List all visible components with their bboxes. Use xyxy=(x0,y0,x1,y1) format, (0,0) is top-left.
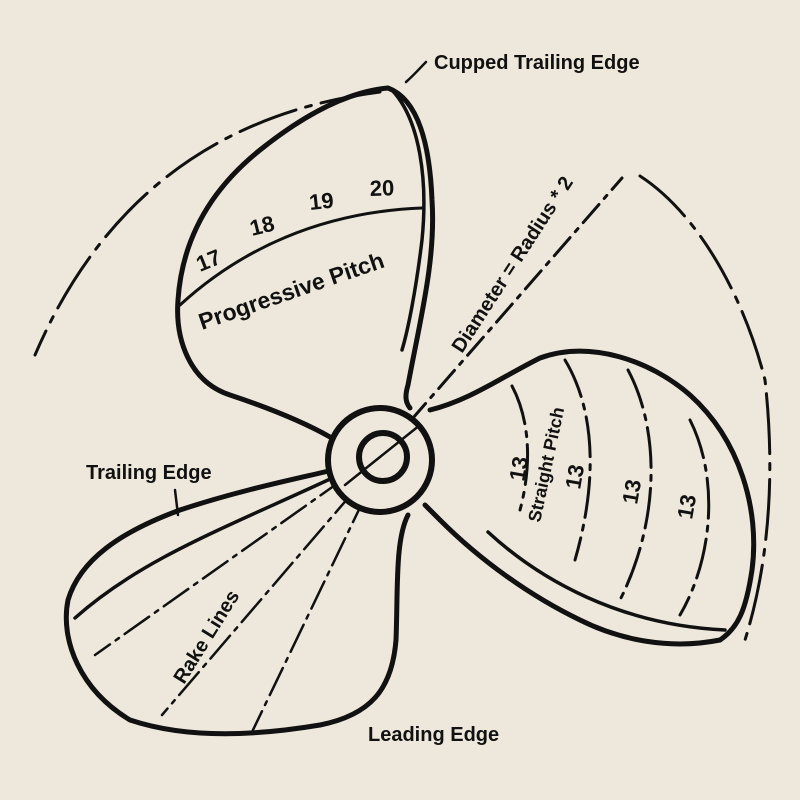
rake-line-3 xyxy=(250,493,368,734)
cupped-edge-leader xyxy=(404,60,428,84)
straight-pitch-13-b: 13 xyxy=(560,462,589,490)
progressive-pitch-19: 19 xyxy=(308,188,335,215)
straight-pitch-13-c: 13 xyxy=(617,477,646,505)
top-blade-pitch-line xyxy=(178,206,424,307)
straight-pitch-13-d: 13 xyxy=(672,492,701,520)
right-blade-outline xyxy=(422,348,757,647)
straight-pitch-13-a: 13 xyxy=(504,454,533,482)
hub-outer xyxy=(325,405,435,515)
label-diameter: Diameter = Radius * 2 xyxy=(448,173,578,357)
progressive-pitch-20: 20 xyxy=(369,175,394,201)
hub-shaft-line xyxy=(343,423,422,487)
label-progressive-pitch: Progressive Pitch xyxy=(195,247,387,335)
diameter-arc-left xyxy=(33,90,382,357)
label-leading-edge: Leading Edge xyxy=(368,724,499,746)
rake-line-1 xyxy=(93,476,347,657)
label-cupped-trailing-edge: Cupped Trailing Edge xyxy=(434,52,640,74)
straight-pitch-line-3 xyxy=(618,368,653,602)
top-blade-outline xyxy=(175,85,436,440)
progressive-pitch-18: 18 xyxy=(247,211,277,241)
hub-inner xyxy=(356,430,410,484)
straight-pitch-line-4 xyxy=(678,418,711,617)
trailing-edge-leader xyxy=(173,488,180,517)
top-blade-cupped-edge xyxy=(390,88,426,352)
label-trailing-edge: Trailing Edge xyxy=(86,462,212,484)
left-blade-trailing-edge xyxy=(73,478,330,620)
straight-pitch-line-2 xyxy=(563,358,592,562)
label-rake-lines: Rake Lines xyxy=(170,586,245,687)
right-blade-inner-edge xyxy=(486,530,727,632)
straight-pitch-line-1 xyxy=(510,384,530,512)
left-blade-outline xyxy=(63,467,411,737)
diameter-arc-right xyxy=(638,174,772,642)
rake-line-2 xyxy=(160,488,357,717)
